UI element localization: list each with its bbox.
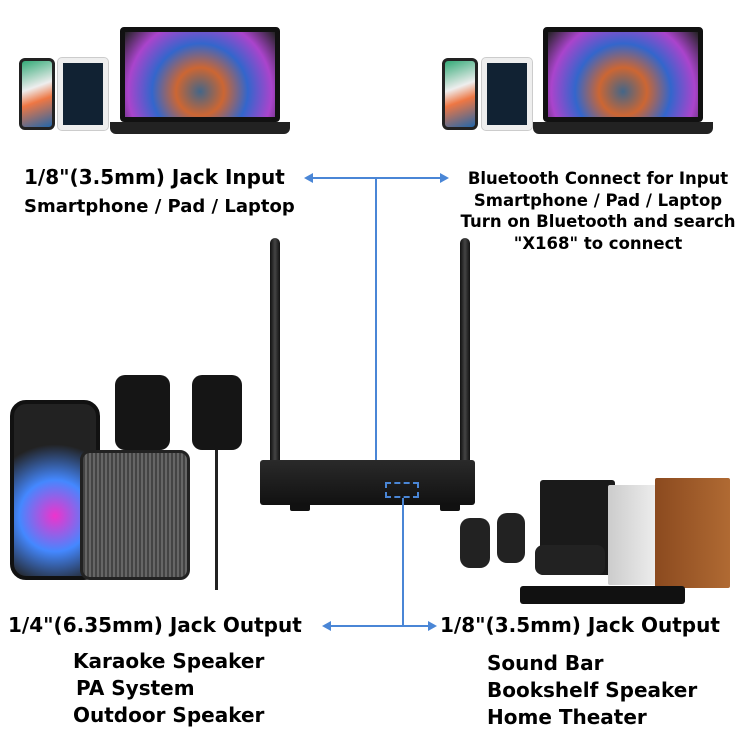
laptop-image — [533, 27, 713, 137]
receiver-foot — [290, 503, 310, 511]
center-speaker-image — [535, 545, 605, 575]
connector-line — [330, 625, 430, 627]
output-device-item: PA System — [76, 676, 195, 700]
antenna-right — [460, 238, 470, 478]
arrow-left-icon — [304, 173, 313, 183]
connector-line — [375, 177, 377, 487]
jack-port-highlight — [385, 482, 419, 498]
output-device-item: Bookshelf Speaker — [487, 678, 698, 702]
bluetooth-line: "X168" to connect — [513, 233, 683, 253]
connector-line — [402, 498, 404, 626]
laptop-image — [110, 27, 290, 137]
receiver-foot — [440, 503, 460, 511]
pa-speaker-image — [115, 375, 170, 450]
bookshelf-speaker-image — [655, 478, 730, 588]
karaoke-machine-image — [80, 450, 190, 580]
jack-input-subtitle: Smartphone / Pad / Laptop — [24, 196, 295, 217]
bookshelf-speaker-image — [608, 485, 658, 585]
jack-output-3-5-title: 1/8"(3.5mm) Jack Output — [440, 613, 720, 637]
receiver-unit — [260, 460, 475, 505]
smartphone-image — [442, 58, 478, 130]
arrow-right-icon — [440, 173, 449, 183]
arrow-right-icon — [428, 621, 437, 631]
output-device-item: Outdoor Speaker — [73, 703, 265, 727]
satellite-speaker-image — [497, 513, 525, 563]
connector-line — [312, 177, 442, 179]
jack-output-6-35-title: 1/4"(6.35mm) Jack Output — [8, 613, 302, 637]
bluetooth-info: Bluetooth Connect for Input Smartphone /… — [450, 168, 746, 254]
satellite-speaker-image — [460, 518, 490, 568]
bluetooth-line: Turn on Bluetooth and search — [460, 212, 736, 231]
smartphone-image — [19, 58, 55, 130]
bluetooth-line: Smartphone / Pad / Laptop — [473, 190, 723, 210]
output-device-item: Home Theater — [487, 705, 647, 729]
output-device-item: Sound Bar — [487, 651, 604, 675]
pa-speaker-image — [192, 375, 242, 450]
jack-input-title: 1/8"(3.5mm) Jack Input — [24, 165, 285, 189]
speaker-stand — [215, 450, 218, 590]
bluetooth-line: Bluetooth Connect for Input — [467, 169, 729, 188]
arrow-left-icon — [322, 621, 331, 631]
tablet-image — [481, 57, 533, 131]
tablet-image — [57, 57, 109, 131]
output-device-item: Karaoke Speaker — [73, 649, 265, 673]
antenna-left — [270, 238, 280, 498]
sound-bar-image — [520, 586, 685, 604]
